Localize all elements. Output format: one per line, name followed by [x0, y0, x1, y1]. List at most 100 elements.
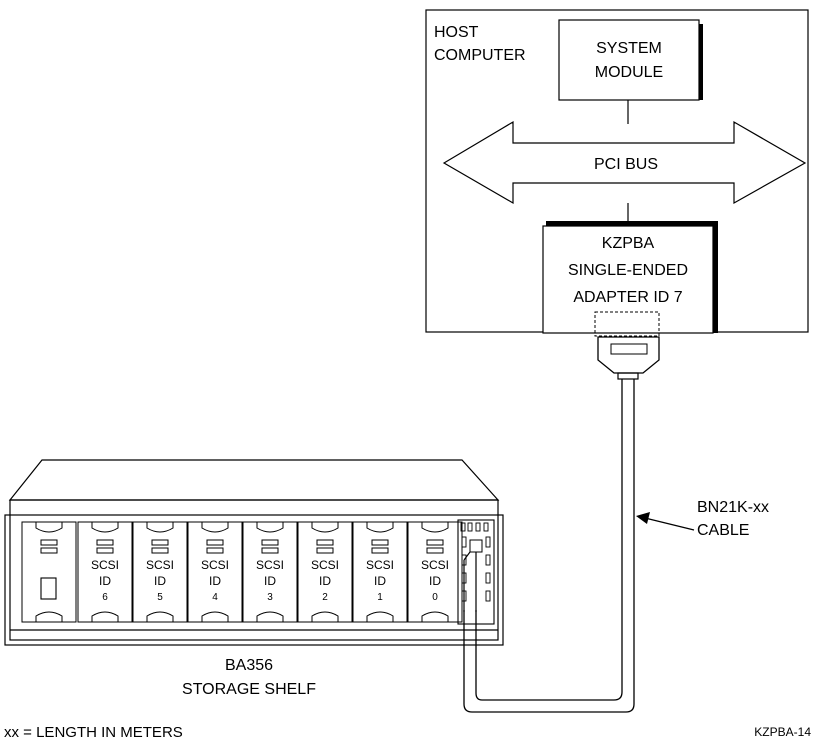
- system-module-box: [558, 19, 700, 101]
- blank-slot-bottom-tab: [35, 611, 63, 622]
- scsi-slot-vent-1: [206, 539, 224, 546]
- host-label-line1: HOST: [434, 24, 479, 41]
- scsi-slot-id: 1: [377, 592, 383, 603]
- scsi-slot-label: SCSI: [146, 558, 174, 572]
- scsi-slot-id-label: ID: [209, 574, 221, 588]
- scsi-slot-vent-1: [316, 539, 334, 546]
- blank-slot-frame: [21, 521, 77, 623]
- cable-connector-pins: [610, 343, 648, 355]
- scsi-slot: SCSI ID 5: [132, 521, 188, 623]
- scsi-slot-id: 0: [432, 592, 438, 603]
- scsi-slot-id-label: ID: [264, 574, 276, 588]
- pci-bus: PCI BUS: [442, 120, 807, 205]
- scsi-slot-top-tab: [146, 522, 174, 533]
- scsi-slot: SCSI ID 3: [242, 521, 298, 623]
- scsi-slot: SCSI ID 2: [297, 521, 353, 623]
- pm-slot: [485, 572, 491, 584]
- scsi-slot-bottom-tab: [311, 611, 339, 622]
- scsi-slot-top-tab: [421, 522, 449, 533]
- pm-slot: [485, 536, 491, 548]
- system-module: SYSTEM MODULE: [558, 19, 703, 101]
- adapter-box: [542, 225, 714, 334]
- scsi-slot-id-label: ID: [154, 574, 166, 588]
- scsi-slot-bottom-tab: [366, 611, 394, 622]
- cable-line-outer: [475, 379, 623, 701]
- cable-label-arrowhead: [636, 512, 650, 524]
- cable-line-inner: [463, 379, 635, 713]
- scsi-slot: SCSI ID 0: [407, 521, 463, 623]
- scsi-slot-frame: [407, 521, 463, 623]
- scsi-slot: SCSI ID 4: [187, 521, 243, 623]
- scsi-slot-bottom-tab: [256, 611, 284, 622]
- shelf-outer-frame: [4, 514, 504, 646]
- pm-pin: [475, 522, 481, 532]
- scsi-slot-vent-1: [96, 539, 114, 546]
- scsi-slot-vent-2: [96, 547, 114, 554]
- adapter-port-dashed: [594, 311, 660, 337]
- scsi-slot-label: SCSI: [256, 558, 284, 572]
- legend-note: xx = LENGTH IN METERS: [4, 724, 183, 741]
- scsi-slot-id-label: ID: [319, 574, 331, 588]
- scsi-slot-id: 5: [157, 592, 163, 603]
- pci-bus-label: PCI BUS: [594, 156, 658, 173]
- pm-pin: [467, 522, 473, 532]
- scsi-slot-top-tab: [256, 522, 284, 533]
- cable-label-line1: BN21K-xx: [697, 499, 769, 516]
- scsi-slot-top-tab: [201, 522, 229, 533]
- blank-slot-vent-1: [40, 539, 58, 546]
- scsi-slot-bottom-tab: [91, 611, 119, 622]
- cable-connector-neck: [617, 372, 639, 380]
- scsi-slot-vent-1: [261, 539, 279, 546]
- scsi-slot-vent-1: [426, 539, 444, 546]
- figure-id: KZPBA-14: [754, 725, 811, 739]
- cable-label-line2: CABLE: [697, 522, 749, 539]
- host-label-line2: COMPUTER: [434, 47, 526, 64]
- pm-cable-plug: [469, 539, 483, 553]
- scsi-slot-vent-1: [371, 539, 389, 546]
- pm-slot: [485, 590, 491, 602]
- host-computer: HOST COMPUTER SYSTEM MODULE PCI BUS KZPB…: [425, 9, 809, 337]
- scsi-slot: SCSI ID 6: [77, 521, 133, 623]
- system-module-line2: MODULE: [595, 64, 663, 81]
- scsi-slot-bottom-tab: [421, 611, 449, 622]
- scsi-slot-frame: [132, 521, 188, 623]
- kzpba-adapter: KZPBA SINGLE-ENDED ADAPTER ID 7: [542, 221, 718, 337]
- scsi-slot-vent-1: [151, 539, 169, 546]
- scsi-slot-vent-2: [261, 547, 279, 554]
- scsi-slot-frame: [352, 521, 408, 623]
- scsi-slot-id-label: ID: [374, 574, 386, 588]
- scsi-slot-id-label: ID: [429, 574, 441, 588]
- scsi-slot-bottom-tab: [201, 611, 229, 622]
- scsi-slot-id: 2: [322, 592, 328, 603]
- scsi-slot-label: SCSI: [311, 558, 339, 572]
- pm-slot: [461, 536, 467, 548]
- shelf-slot-blank: [21, 521, 77, 623]
- blank-slot-indicator: [40, 577, 57, 600]
- shelf-label-line1: BA356: [225, 657, 273, 674]
- system-module-line1: SYSTEM: [596, 40, 662, 57]
- scsi-slot-vent-2: [206, 547, 224, 554]
- scsi-slot-label: SCSI: [421, 558, 449, 572]
- blank-slot-top-tab: [35, 522, 63, 533]
- pm-cable-bend: [463, 551, 471, 561]
- pm-slot: [485, 554, 491, 566]
- bn21k-cable: BN21K-xx CABLE: [463, 336, 769, 713]
- shelf-label-line2: STORAGE SHELF: [182, 681, 316, 698]
- scsi-slot-vent-2: [151, 547, 169, 554]
- scsi-slot-id: 4: [212, 592, 218, 603]
- scsi-slot-top-tab: [366, 522, 394, 533]
- adapter-line1: KZPBA: [602, 235, 655, 252]
- scsi-slot-frame: [77, 521, 133, 623]
- shelf-top-bevel: [8, 459, 500, 501]
- shelf-personality-module: [457, 519, 495, 625]
- scsi-slot-id: 6: [102, 592, 108, 603]
- adapter-line2: SINGLE-ENDED: [568, 262, 688, 279]
- scsi-slot-label: SCSI: [201, 558, 229, 572]
- scsi-slot-top-tab: [91, 522, 119, 533]
- scsi-slot-top-tab: [311, 522, 339, 533]
- ba356-storage-shelf: SCSI ID 6 SCSI ID 5 SCSI ID 4: [4, 459, 504, 698]
- scsi-slot-vent-2: [316, 547, 334, 554]
- scsi-slot-vent-2: [426, 547, 444, 554]
- scsi-slot-label: SCSI: [366, 558, 394, 572]
